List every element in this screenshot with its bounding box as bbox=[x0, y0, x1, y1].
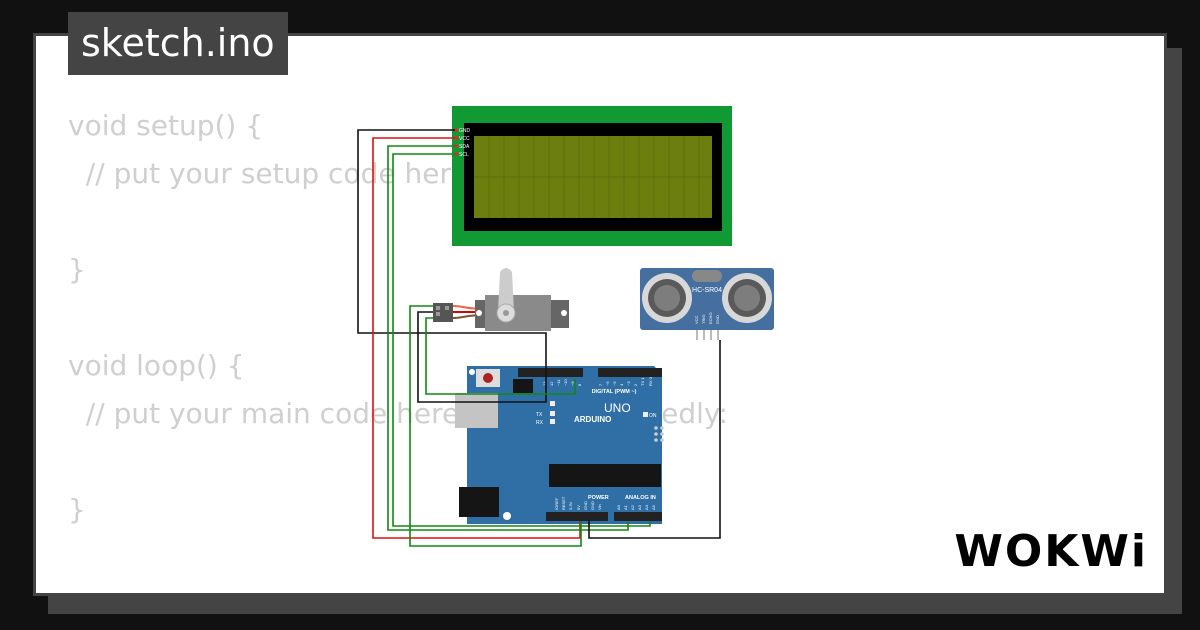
lcd-pin-label: GND bbox=[459, 128, 471, 134]
code-line: void setup() { bbox=[68, 109, 264, 142]
wire-lcd-gnd bbox=[357, 129, 547, 403]
digital-pin-label: 7 bbox=[598, 383, 603, 386]
power-label: POWER bbox=[588, 495, 609, 501]
wire-lcd-scl bbox=[392, 153, 651, 527]
arduino-uno-board[interactable]: DIGITAL (PWM ~) ARDUINO UNO ON TX RX POW… bbox=[455, 366, 664, 524]
sensor-pin-label: TRIG bbox=[701, 314, 706, 324]
digital-pin-label: ~9 bbox=[570, 381, 575, 386]
ultrasonic-sensor[interactable]: HC-SR04 VCC TRIG ECHO GND bbox=[640, 268, 774, 340]
lcd-pins: GND VCC SDA SCL bbox=[454, 128, 471, 158]
analog-label: ANALOG IN bbox=[625, 495, 656, 501]
digital-pin-label: ~3 bbox=[626, 381, 631, 386]
code-line: } bbox=[68, 253, 86, 286]
wokwi-logo: WOKWi bbox=[954, 526, 1148, 577]
digital-pin-label: ~10 bbox=[563, 378, 568, 386]
wire-lcd-vcc bbox=[372, 137, 581, 539]
analog-pin-label: A5 bbox=[651, 504, 656, 510]
tx-label: TX bbox=[536, 412, 543, 418]
analog-pin-label: A0 bbox=[616, 504, 621, 510]
power-pin-label: RESET bbox=[561, 496, 566, 510]
sensor-pin-label: ECHO bbox=[708, 312, 713, 324]
sensor-pin-label: GND bbox=[715, 315, 720, 324]
servo-motor[interactable] bbox=[433, 268, 569, 331]
power-pin-label: Vin bbox=[597, 504, 602, 510]
digital-pin-label: 13 bbox=[542, 381, 547, 386]
power-pin-label: 5V bbox=[576, 505, 581, 510]
power-pin-label: GND bbox=[590, 501, 595, 510]
lcd-pin-label: SDA bbox=[459, 144, 470, 150]
digital-pin-label: RX 0 bbox=[648, 376, 653, 386]
digital-pin-label: ~6 bbox=[605, 381, 610, 386]
wires bbox=[357, 129, 721, 547]
digital-label: DIGITAL (PWM ~) bbox=[592, 389, 637, 395]
wire-servo-signal bbox=[425, 317, 576, 395]
lcd-pin-label: SCL bbox=[459, 152, 469, 158]
analog-pin-label: A4 bbox=[644, 504, 649, 510]
sensor-pin-label: VCC bbox=[694, 315, 699, 324]
digital-pin-label: TX 1 bbox=[640, 377, 645, 386]
analog-pin-label: A3 bbox=[637, 504, 642, 510]
digital-pin-label: 12 bbox=[549, 381, 554, 386]
digital-pin-label: 8 bbox=[577, 383, 582, 386]
wire-sensor-gnd bbox=[588, 340, 721, 539]
analog-pin-label: A1 bbox=[623, 504, 628, 510]
analog-pin-label: A2 bbox=[630, 504, 635, 510]
code-line: } bbox=[68, 493, 86, 526]
on-label: ON bbox=[649, 413, 657, 419]
wire-servo-power bbox=[409, 305, 582, 547]
lcd-pin-label: VCC bbox=[459, 136, 470, 142]
lcd-grid bbox=[474, 136, 712, 218]
file-title: sketch.ino bbox=[68, 12, 288, 75]
sensor-label: HC-SR04 bbox=[692, 287, 722, 294]
digital-pin-label: ~11 bbox=[556, 379, 561, 386]
brand-label: ARDUINO bbox=[574, 415, 611, 424]
power-pin-label: GND bbox=[583, 501, 588, 510]
power-pin-label: IOREF bbox=[554, 497, 559, 510]
lcd-display[interactable]: GND VCC SDA SCL bbox=[452, 106, 732, 246]
code-line: void loop() { bbox=[68, 349, 245, 382]
wire-lcd-sda bbox=[387, 145, 629, 531]
model-label: UNO bbox=[604, 401, 631, 415]
digital-pin-label: 4 bbox=[619, 383, 624, 386]
digital-pin-label: ~5 bbox=[612, 381, 617, 386]
rx-label: RX bbox=[536, 420, 544, 426]
digital-pin-label: 2 bbox=[633, 383, 638, 386]
power-pin-label: 3.3V bbox=[568, 501, 573, 510]
